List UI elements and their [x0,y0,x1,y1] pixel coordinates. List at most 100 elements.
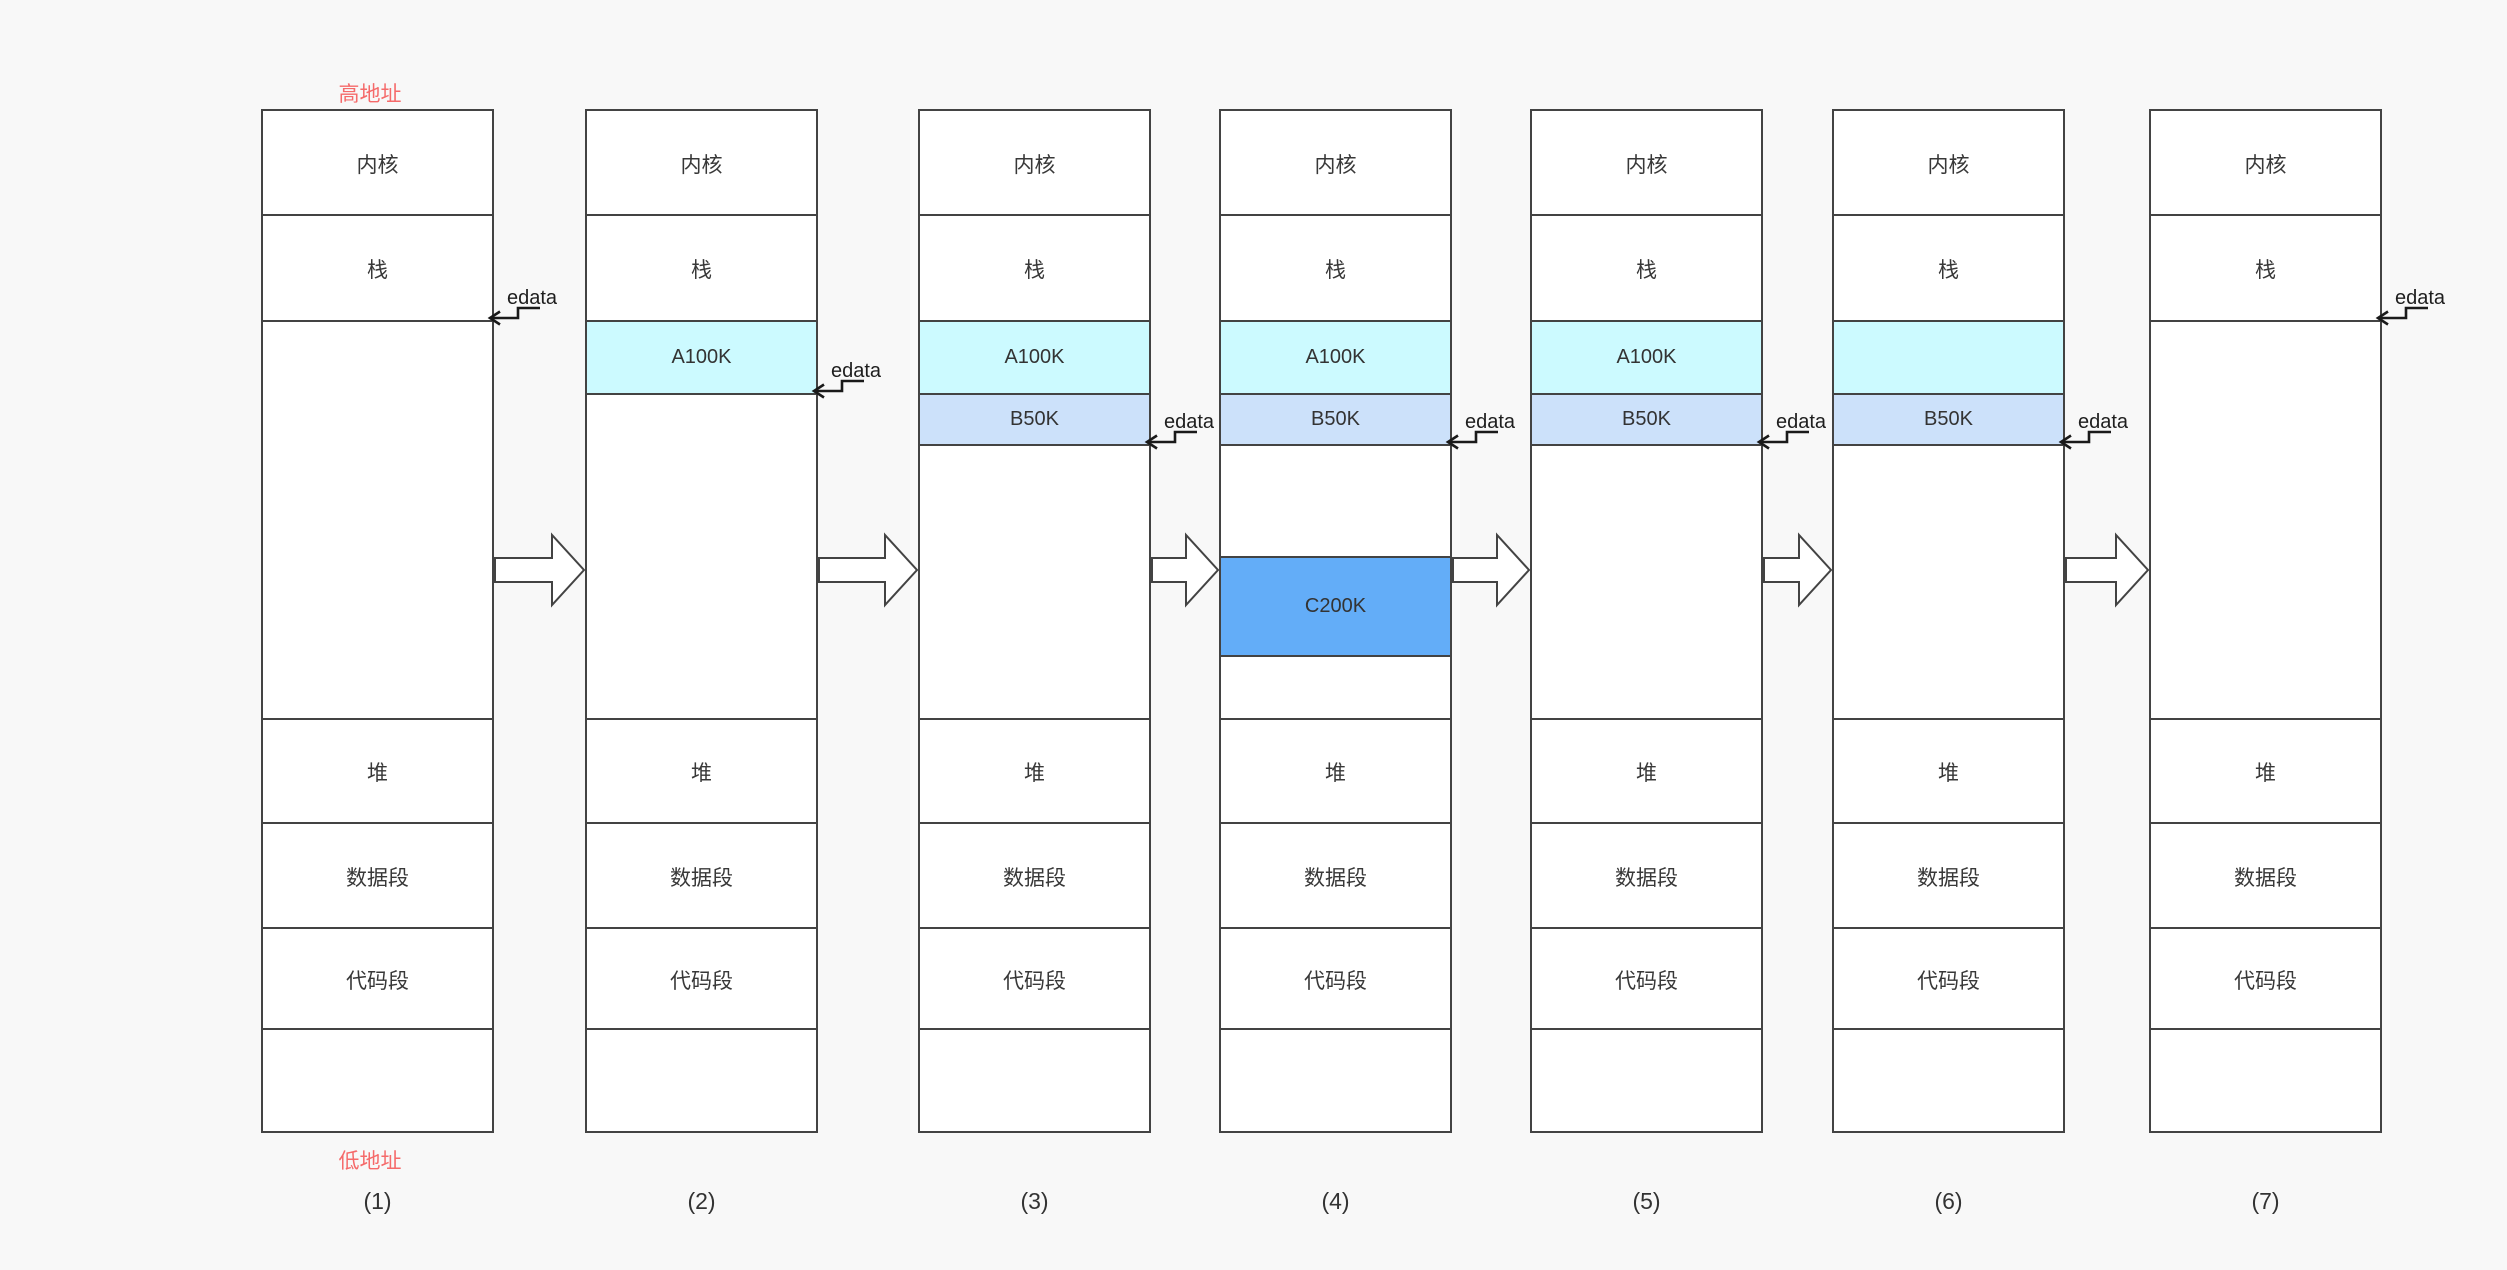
segment-stack: 栈 [2151,214,2380,322]
memory-block-A100K: A100K [1219,320,1452,395]
segment-label-stack: 栈 [1024,259,1045,282]
edata-label: edata [831,360,882,382]
segment-label-code: 代码段 [670,969,733,993]
segment-data: 数据段 [1834,822,2063,929]
edata-label: edata [1776,411,1827,433]
memory-block-label: B50K [1311,408,1360,430]
segment-kernel: 内核 [587,111,816,216]
segment-stack: 栈 [587,214,816,322]
segment-kernel: 内核 [1834,111,2063,216]
segment-label-stack: 栈 [1938,259,1959,282]
segment-stack: 栈 [1834,214,2063,322]
segment-label-heap: 堆 [2255,762,2276,785]
memory-block-B50K: B50K [1530,393,1763,446]
step-arrow-icon [1452,532,1531,608]
segment-code: 代码段 [2151,927,2380,1030]
segment-label-code: 代码段 [1304,969,1367,993]
edata-arrow-icon [2058,430,2111,450]
segment-bottom [1532,1028,1761,1135]
memory-block-A100K: A100K [918,320,1151,395]
edata-arrow-icon [1144,430,1197,450]
segment-label-heap: 堆 [1938,762,1959,785]
memory-block-B50K: B50K [918,393,1151,446]
memory-block-label: A100K [1305,346,1366,368]
segment-data: 数据段 [1532,822,1761,929]
segment-label-code: 代码段 [2234,969,2297,993]
segment-kernel: 内核 [1532,111,1761,216]
segment-bottom [1221,1028,1450,1135]
memory-block-B50K: B50K [1219,393,1452,446]
segment-label-code: 代码段 [1615,969,1678,993]
segment-heap: 堆 [587,718,816,824]
segment-data: 数据段 [587,822,816,929]
segment-label-heap: 堆 [367,762,388,785]
segment-bottom [263,1028,492,1135]
memory-column-2: 内核栈堆数据段代码段 A100K [585,109,818,1133]
segment-data: 数据段 [263,822,492,929]
memory-column-1: 内核栈堆数据段代码段 [261,109,494,1133]
segment-bottom [920,1028,1149,1135]
segment-data: 数据段 [920,822,1149,929]
segment-label-kernel: 内核 [1013,153,1056,177]
segment-free [2151,320,2380,720]
edata-arrow-icon [1756,430,1809,450]
segment-kernel: 内核 [1221,111,1450,216]
memory-column-5: 内核栈堆数据段代码段 A100K B50K [1530,109,1763,1133]
edata-arrow-icon [1445,430,1498,450]
segment-label-stack: 栈 [367,259,388,282]
segment-data: 数据段 [2151,822,2380,929]
segment-label-kernel: 内核 [356,153,399,177]
step-arrow-icon [1151,532,1220,608]
segment-label-kernel: 内核 [680,153,723,177]
low-address-label: 低地址 [338,1150,402,1173]
step-arrow-icon [1763,532,1833,608]
memory-block-label: A100K [671,346,732,368]
segment-bottom [587,1028,816,1135]
memory-block-label: B50K [1010,408,1059,430]
segment-label-stack: 栈 [691,259,712,282]
segment-bottom [2151,1028,2380,1135]
step-arrow-icon [494,532,586,608]
segment-heap: 堆 [263,718,492,824]
column-caption-6: (6) [1934,1188,1963,1214]
edata-arrow-icon [2375,306,2428,326]
segment-heap: 堆 [1532,718,1761,824]
segment-label-kernel: 内核 [1625,153,1668,177]
edata-label: edata [2078,411,2129,433]
segment-label-data: 数据段 [1003,866,1066,890]
memory-block-A100K: A100K [1530,320,1763,395]
segment-label-stack: 栈 [2255,259,2276,282]
column-caption-3: (3) [1020,1188,1049,1214]
segment-stack: 栈 [920,214,1149,322]
segment-code: 代码段 [1221,927,1450,1030]
segment-kernel: 内核 [263,111,492,216]
segment-code: 代码段 [263,927,492,1030]
column-caption-5: (5) [1632,1188,1661,1214]
segment-label-kernel: 内核 [1314,153,1357,177]
column-caption-4: (4) [1321,1188,1350,1214]
memory-block-B50K: B50K [1832,393,2065,446]
segment-label-stack: 栈 [1636,259,1657,282]
segment-label-heap: 堆 [1325,762,1346,785]
segment-code: 代码段 [1532,927,1761,1030]
memory-block-label: B50K [1622,408,1671,430]
memory-block-label: C200K [1304,595,1367,617]
segment-kernel: 内核 [920,111,1149,216]
segment-free [263,320,492,720]
segment-label-data: 数据段 [1917,866,1980,890]
segment-label-heap: 堆 [691,762,712,785]
segment-label-data: 数据段 [2234,866,2297,890]
segment-kernel: 内核 [2151,111,2380,216]
segment-label-heap: 堆 [1636,762,1657,785]
memory-block-A100K: A100K [585,320,818,395]
segment-label-code: 代码段 [1003,969,1066,993]
edata-label: edata [507,287,558,309]
edata-arrow-icon [487,306,540,326]
column-caption-2: (2) [687,1188,716,1214]
segment-code: 代码段 [920,927,1149,1030]
segment-code: 代码段 [1834,927,2063,1030]
memory-column-6: 内核栈堆数据段代码段 B50K [1832,109,2065,1133]
